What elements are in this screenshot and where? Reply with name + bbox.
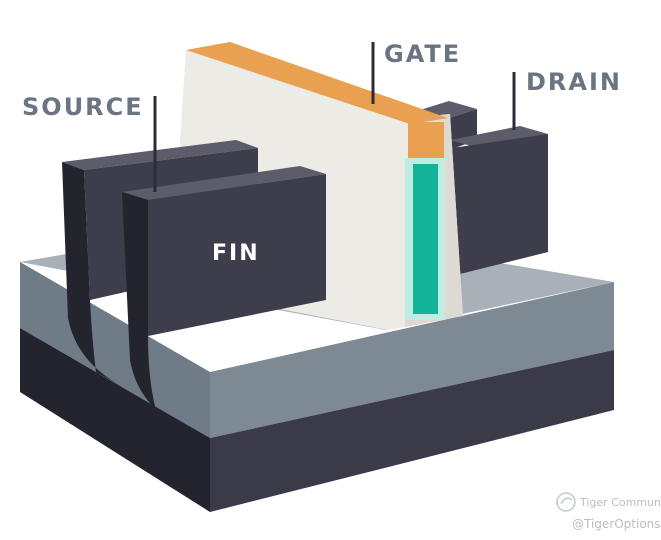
drain-label: DRAIN bbox=[526, 68, 622, 96]
substrate-right-face bbox=[210, 282, 614, 438]
source-fin-back-side bbox=[62, 162, 118, 384]
gate-label: GATE bbox=[384, 40, 462, 68]
fin-front-face bbox=[148, 174, 326, 336]
watermark-brand: Tiger Community bbox=[580, 496, 661, 509]
substrate-left-face bbox=[20, 262, 210, 438]
fin-label: FIN bbox=[212, 241, 260, 266]
gate-cap-top bbox=[186, 42, 448, 124]
gate-cap-front bbox=[408, 122, 444, 158]
fin-front-side bbox=[122, 192, 210, 438]
drain-fin-front bbox=[452, 134, 548, 276]
source-fin-back-top bbox=[62, 140, 258, 170]
source-label: SOURCE bbox=[22, 93, 144, 121]
bulk-left-face bbox=[20, 328, 210, 512]
gate-channel bbox=[413, 164, 438, 314]
drain-fin-top bbox=[450, 126, 548, 148]
tiger-logo-icon bbox=[556, 492, 576, 512]
watermark-handle: @TigerOptions bbox=[572, 517, 661, 531]
fin-front-top bbox=[122, 166, 326, 200]
bulk-right-face bbox=[210, 350, 614, 512]
